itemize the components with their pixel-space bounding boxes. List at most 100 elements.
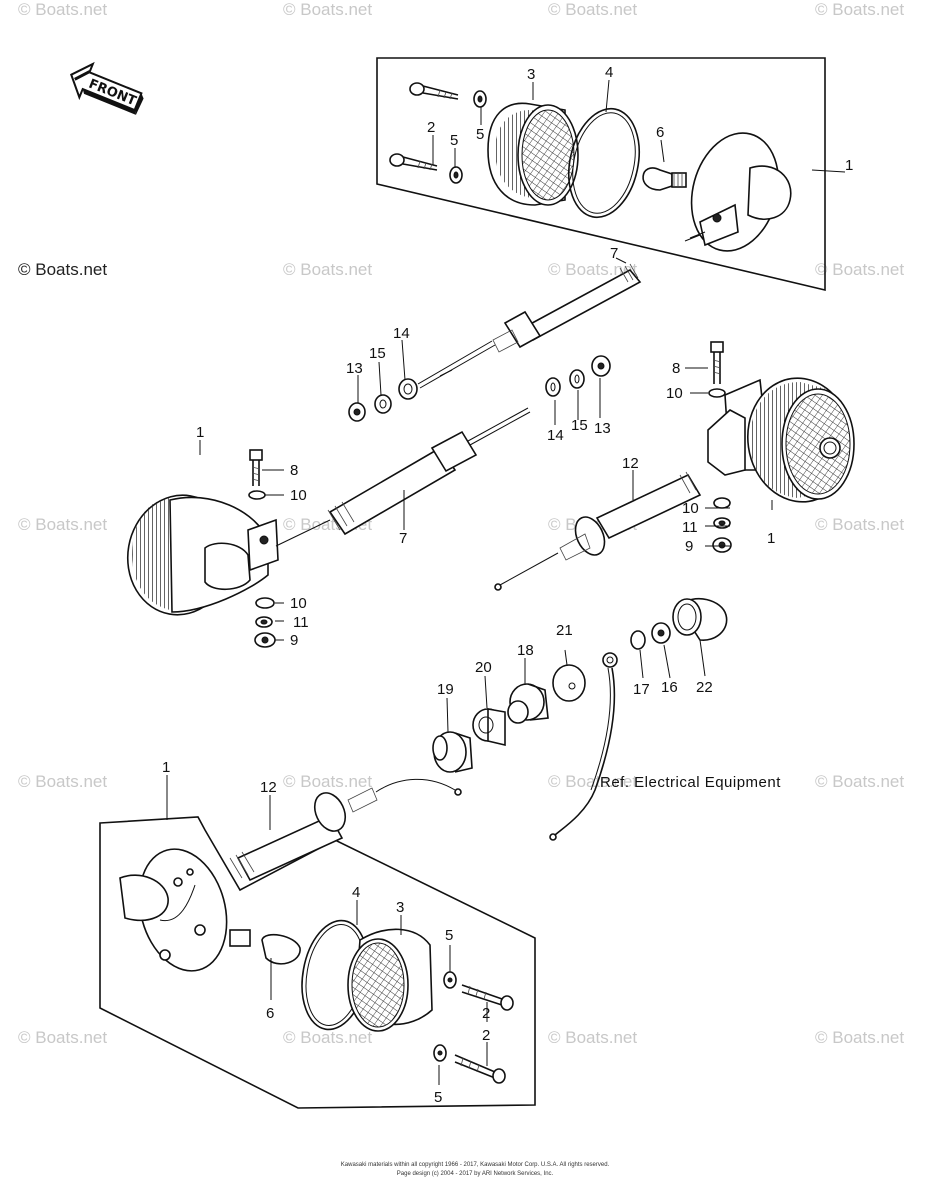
turn-signal-light-part [707,377,855,503]
watermark: © Boats.net [283,772,372,791]
rear-turn-signal-panel [376,57,826,292]
bolt-part [249,449,263,486]
callout: 2 [427,119,435,136]
turn-signal-light-part [126,494,331,616]
callout: 15 [369,345,386,362]
grommet-part [472,708,506,747]
plate-part [552,664,586,702]
copyright-line: Page design (c) 2004 - 2017 by ARI Netwo… [397,1171,554,1177]
nut-part [443,971,457,989]
callout: 14 [393,325,410,342]
watermark: © Boats.net [18,1028,107,1047]
nut-part [449,166,463,184]
nut-part [473,90,487,108]
watermark: © Boats.net [548,772,637,791]
callout: 4 [352,884,360,901]
bulb-part [642,167,687,191]
watermark: © Boats.net [548,1028,637,1047]
copyright-line: Kawasaki materials within all copyright … [341,1162,610,1168]
callout: 9 [685,538,693,555]
front-arrow-icon: FRONT [70,61,144,115]
callout: 16 [661,679,678,696]
callout: 5 [450,132,458,149]
callout: 4 [605,64,613,81]
bolt-part [710,341,724,384]
watermark: © Boats.net [18,515,107,534]
nut-part [591,355,611,377]
bulb-part [229,929,301,965]
callout: 19 [437,681,454,698]
washer-part [545,377,561,397]
washer-part [630,630,646,650]
screw-part [389,153,438,171]
callout: 10 [682,500,699,517]
watermark: © Boats.net [815,260,904,279]
nut-part [651,622,671,644]
reference-label: Ref. Electrical Equipment [600,774,781,791]
screw-part [461,984,514,1011]
washer-part [374,394,392,414]
callout: 20 [475,659,492,676]
housing-part [119,848,228,972]
screw-part [409,82,459,100]
washer-part [248,490,266,500]
cap-part [672,597,728,641]
left-stem-assembly [126,449,331,648]
watermark: © Boats.net [283,0,372,19]
callout: 15 [571,417,588,434]
grommet-assembly [432,597,728,841]
callout: 17 [633,681,650,698]
callout: 14 [547,427,564,444]
watermark: © Boats.net [283,1028,372,1047]
lens-part [487,102,579,206]
callout: 6 [266,1005,274,1022]
terminal-part [549,652,618,841]
gasket-part [568,107,640,219]
callout: 5 [445,927,453,944]
callout: 1 [845,157,853,174]
watermark: © Boats.net [815,1028,904,1047]
washer-part [708,388,726,398]
seal-part [432,731,473,773]
callout: 13 [594,420,611,437]
callout: 2 [482,1005,490,1022]
watermark: © Boats.net [18,772,107,791]
callout: 3 [527,66,535,83]
washer-part [713,497,731,509]
housing-part [684,132,792,252]
front-turn-signal-panel [99,778,536,1109]
watermark: © Boats.net [815,772,904,791]
washer-part [569,369,585,389]
callout: 13 [346,360,363,377]
callout: 10 [666,385,683,402]
callout: 10 [290,487,307,504]
callout-labels: 3 4 2 5 5 6 1 7 13 15 14 14 15 13 8 10 1… [162,64,853,1106]
nut-part [254,632,276,648]
callout: 6 [656,124,664,141]
callout: 10 [290,595,307,612]
callout: 8 [672,360,680,377]
washer-part [255,616,273,628]
watermark: © Boats.net [815,0,904,19]
washer-part [398,378,418,400]
nut-part [348,402,366,422]
callout: 11 [682,519,698,536]
watermark: © Boats.net [548,260,637,279]
nut-part [712,537,732,553]
watermark: © Boats.net [283,260,372,279]
callout: 12 [622,455,639,472]
callout: 12 [260,779,277,796]
callout: 1 [767,530,775,547]
callout: 9 [290,632,298,649]
collar-part [507,683,549,724]
callout: 11 [293,614,309,631]
callout: 22 [696,679,713,696]
lens-part [347,928,433,1032]
watermark: © Boats.net [18,0,107,19]
leader-lines [166,79,846,1085]
watermark: © Boats.net [548,0,637,19]
callout: 3 [396,899,404,916]
callout: 18 [517,642,534,659]
